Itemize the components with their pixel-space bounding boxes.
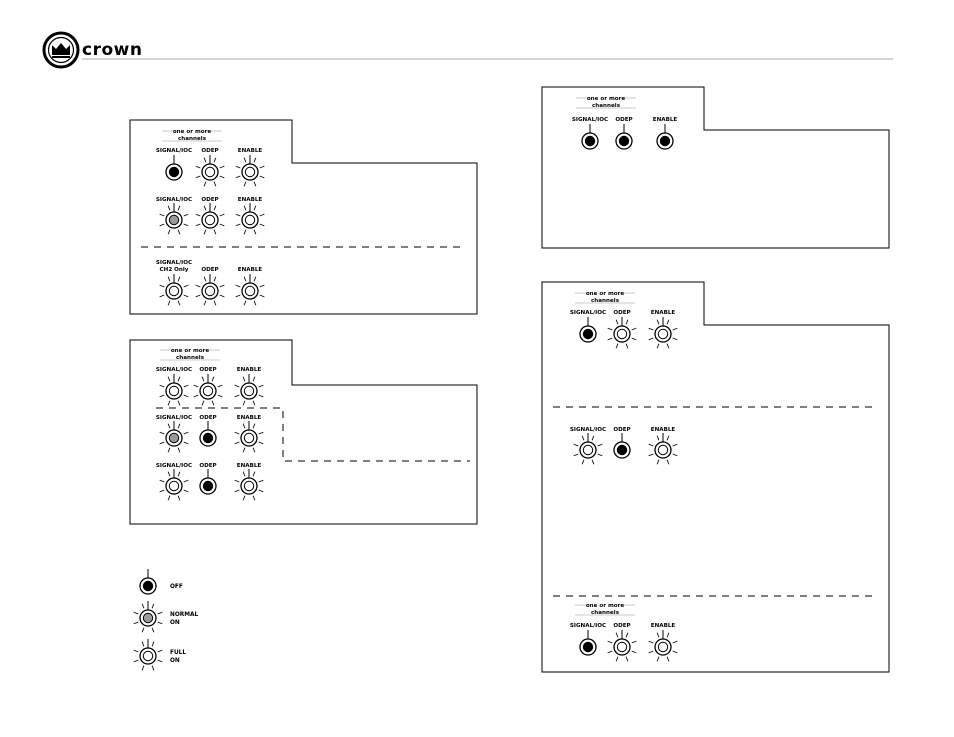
panel-1-row2-odep-label: ODEP xyxy=(201,267,218,273)
legend-normal-label-2: ON xyxy=(170,620,180,626)
legend-off-led xyxy=(139,569,157,595)
panel-2-row1-odep-label: ODEP xyxy=(199,415,216,421)
legend-full-label-2: ON xyxy=(170,658,180,664)
panel-2-border xyxy=(129,339,478,525)
panel-4-row2-signal-led xyxy=(579,630,597,656)
panel-2-divider xyxy=(156,407,470,462)
brand-wordmark: crown xyxy=(82,40,142,60)
panel-1-row1-enable-led xyxy=(235,203,265,235)
panel-3-note-line2: channels xyxy=(592,103,621,109)
panel-4-row1-signal-led xyxy=(573,433,603,465)
panel-2-row0-signal-led xyxy=(159,374,189,406)
panel-4-row2-note-line2: channels xyxy=(591,610,620,616)
panel-4-row1-odep-label: ODEP xyxy=(613,427,630,433)
panel-4-border xyxy=(541,281,890,673)
panel-4-row0-enable-label: ENABLE xyxy=(651,310,676,316)
panel-1-row0-enable-label: ENABLE xyxy=(238,148,263,154)
panel-3-row0-odep-led xyxy=(615,124,633,150)
panel-4-row1-signal-label: SIGNAL/IOC xyxy=(570,427,606,433)
panel-1-row1-odep-led xyxy=(195,203,225,235)
header: crown xyxy=(42,31,893,69)
panel-1-row2-enable-led xyxy=(235,274,265,306)
legend-full-label-1: FULL xyxy=(170,650,186,656)
panel-3-row0-signal-led xyxy=(581,124,599,150)
panel-1-row0-signal-label: SIGNAL/IOC xyxy=(156,148,192,154)
panel-1-border xyxy=(129,119,478,315)
panel-4-row0-odep-label: ODEP xyxy=(613,310,630,316)
panel-2-row0-odep-led xyxy=(193,374,223,406)
panel-4-row1-odep-led xyxy=(613,433,631,459)
panel-3-row0-enable-label: ENABLE xyxy=(653,117,678,123)
legend-normal-label-1: NORMAL xyxy=(170,612,198,618)
panel-1-row1-signal-label: SIGNAL/IOC xyxy=(156,197,192,203)
panel-4-row0-signal-led xyxy=(579,317,597,343)
legend-full-led xyxy=(133,639,163,671)
panel-2-row2-odep-led xyxy=(199,469,217,495)
crown-logo-icon xyxy=(42,31,80,69)
panel-2-row2-signal-led xyxy=(159,469,189,501)
panel-2-note-line1: one or more xyxy=(171,348,210,354)
panel-4-row2-enable-led xyxy=(648,630,678,662)
panel-4-row1-enable-led xyxy=(648,433,678,465)
panel-4-row0-signal-label: SIGNAL/IOC xyxy=(570,310,606,316)
panel-1-note-line1: one or more xyxy=(173,129,212,135)
panel-2-row0-enable-led xyxy=(234,374,264,406)
panel-3-row0-enable-led xyxy=(656,124,674,150)
panel-4-row1-enable-label: ENABLE xyxy=(651,427,676,433)
panel-2-row1-signal-label: SIGNAL/IOC xyxy=(156,415,192,421)
panel-1-row2-signal-led xyxy=(159,274,189,306)
panel-3-border xyxy=(541,86,890,249)
panel-1-row1-signal-led xyxy=(159,203,189,235)
panel-3-row0-signal-label: SIGNAL/IOC xyxy=(572,117,608,123)
panel-2-row1-signal-led xyxy=(159,421,189,453)
panel-4-row2-signal-label: SIGNAL/IOC xyxy=(570,623,606,629)
panel-4-row0-enable-led xyxy=(648,317,678,349)
panel-3-row0-odep-label: ODEP xyxy=(615,117,632,123)
panel-2-row2-enable-led xyxy=(234,469,264,501)
panel-1-row0-odep-led xyxy=(195,155,225,187)
legend-normal-led xyxy=(133,601,163,633)
panel-1-row2-signal-label-1: SIGNAL/IOC xyxy=(156,260,192,266)
panel-2-row0-enable-label: ENABLE xyxy=(237,367,262,373)
panel-1-row0-signal-led xyxy=(165,155,183,181)
panel-2-row1-enable-label: ENABLE xyxy=(237,415,262,421)
panel-4-row2-note-line1: one or more xyxy=(586,603,625,609)
panel-2-row2-odep-label: ODEP xyxy=(199,463,216,469)
panel-4-row2-enable-label: ENABLE xyxy=(651,623,676,629)
panel-1-row2-enable-label: ENABLE xyxy=(238,267,263,273)
panel-1-row1-enable-label: ENABLE xyxy=(238,197,263,203)
panel-1-row0-enable-led xyxy=(235,155,265,187)
panel-1-row1-odep-label: ODEP xyxy=(201,197,218,203)
panel-4-note-line2: channels xyxy=(591,298,620,304)
panel-2-row1-odep-led xyxy=(199,421,217,447)
panel-4-row2-odep-label: ODEP xyxy=(613,623,630,629)
panel-1-row0-odep-label: ODEP xyxy=(201,148,218,154)
panel-1-row2-odep-led xyxy=(195,274,225,306)
panel-2-row0-odep-label: ODEP xyxy=(199,367,216,373)
panel-2-row2-enable-label: ENABLE xyxy=(237,463,262,469)
panel-1-row2-signal-label-2: CH2 Only xyxy=(160,267,189,273)
led-legend: OFF NORMAL ON FULL ON xyxy=(133,569,198,671)
panel-2-note-line2: channels xyxy=(176,355,205,361)
panel-3-note-line1: one or more xyxy=(587,96,626,102)
legend-off-label-1: OFF xyxy=(170,584,183,590)
panel-2-row0-signal-label: SIGNAL/IOC xyxy=(156,367,192,373)
panel-2-row1-enable-led xyxy=(234,421,264,453)
panel-2-row2-signal-label: SIGNAL/IOC xyxy=(156,463,192,469)
panel-4-row0-odep-led xyxy=(607,317,637,349)
panel-1-note-line2: channels xyxy=(178,136,207,142)
panel-4-note-line1: one or more xyxy=(586,291,625,297)
panel-4-row2-odep-led xyxy=(607,630,637,662)
